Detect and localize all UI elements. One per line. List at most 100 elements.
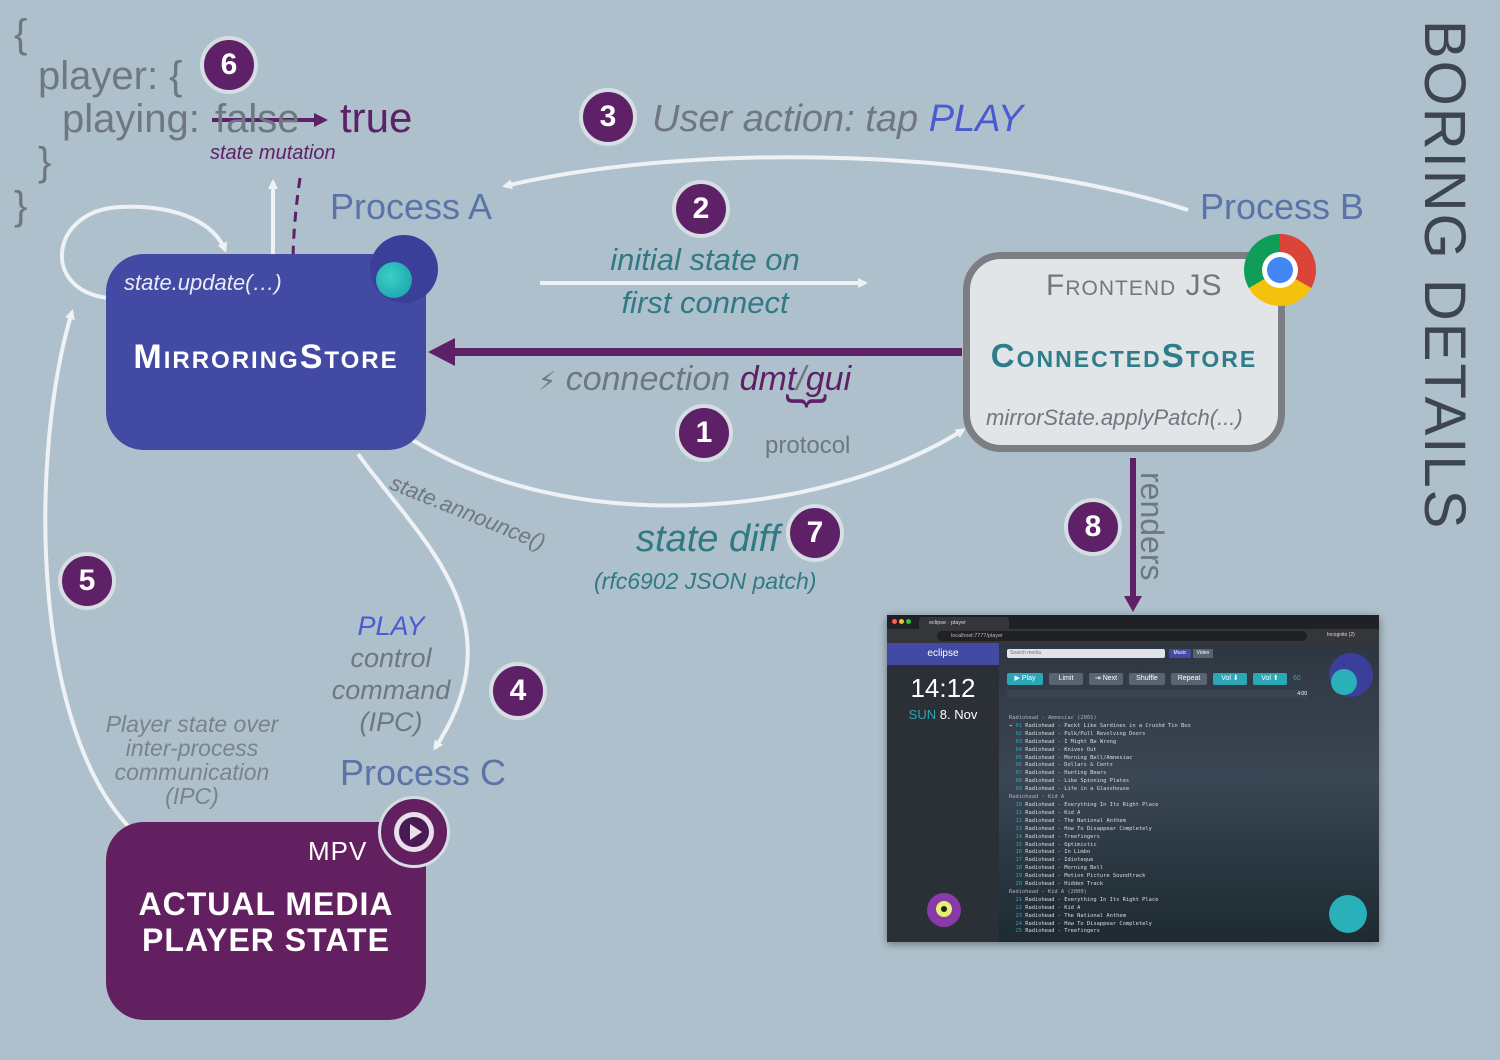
browser-tab[interactable]: eclipse · player: [919, 617, 1009, 629]
track-title: Radiohead - Motion Picture Soundtrack: [1025, 873, 1146, 880]
track-title: Radiohead - Everything In Its Right Plac…: [1025, 801, 1159, 808]
arrow-ipc: [43, 309, 130, 828]
track-row[interactable]: 25 Radiohead - Treefingers: [1009, 928, 1191, 936]
state-diff-title: state diff: [636, 518, 780, 560]
album-header[interactable]: Radiohead - Amnesiac (2001): [1009, 715, 1097, 721]
control-command-play: PLAY: [357, 611, 425, 641]
arrow-control-command: [356, 452, 470, 751]
code-new-value: true: [340, 94, 413, 141]
mpv-play-icon: [378, 796, 450, 868]
volume-up-button[interactable]: Vol ⬆: [1253, 673, 1287, 685]
app-sidebar: eclipse 14:12 SUN 8. Nov: [887, 643, 999, 942]
mpv-line2: PLAYER STATE: [142, 922, 390, 958]
track-row[interactable]: 03 Radiohead - I Might Be Wrong: [1009, 739, 1191, 747]
track-row[interactable]: 13 Radiohead - How To Disappear Complete…: [1009, 826, 1191, 834]
tab-music[interactable]: Music: [1169, 649, 1191, 658]
track-title: Radiohead - Packt Like Sardines in a Cru…: [1025, 722, 1191, 729]
repeat-button[interactable]: Repeat: [1171, 673, 1207, 685]
step-badge-7: 7: [786, 504, 844, 562]
track-row[interactable]: 19 Radiohead - Motion Picture Soundtrack: [1009, 873, 1191, 881]
track-title: Radiohead - Treefingers: [1025, 928, 1100, 935]
track-row[interactable]: 07 Radiohead - Hunting Bears: [1009, 770, 1191, 778]
track-title: Radiohead - Hunting Bears: [1025, 770, 1107, 777]
floating-action-icon[interactable]: [1329, 895, 1367, 933]
app-screenshot: eclipse · player localhost:7777/player I…: [887, 615, 1379, 942]
track-number: 08: [1015, 778, 1026, 785]
track-row[interactable]: 21 Radiohead - Everything In Its Right P…: [1009, 897, 1191, 905]
connected-store-title: ConnectedStore: [990, 337, 1258, 374]
ipc-note-line3: communication: [114, 759, 270, 785]
incognito-label: Incognito (2): [1327, 632, 1355, 638]
track-title: Radiohead - In Limbo: [1025, 849, 1091, 856]
track-number: 21: [1015, 896, 1026, 903]
boring-details-title: BORING DETAILS: [1412, 20, 1477, 531]
arrow-false-to-true-head: [314, 113, 328, 127]
step-badge-8: 8: [1064, 498, 1122, 556]
state-update-call: state.update(…): [124, 270, 282, 295]
track-title: Radiohead - How To Disappear Completely: [1025, 920, 1152, 927]
store-logo-icon: [370, 235, 438, 303]
mpv-box: MPV ACTUAL MEDIA PLAYER STATE: [106, 822, 426, 1020]
track-row[interactable]: 24 Radiohead - How To Disappear Complete…: [1009, 921, 1191, 929]
now-playing-marker: →: [1009, 722, 1016, 729]
album-header[interactable]: Radiohead - Kid A (2000): [1009, 888, 1087, 895]
track-number: 17: [1015, 857, 1026, 864]
track-number: 12: [1015, 817, 1026, 824]
tab-video[interactable]: Video: [1193, 649, 1213, 658]
play-button[interactable]: ▶ Play: [1007, 673, 1043, 685]
track-number: 20: [1015, 881, 1026, 888]
browser-tab-bar: eclipse · player: [887, 615, 1379, 629]
clock-date: SUN 8. Nov: [887, 707, 999, 722]
track-title: Radiohead - Hidden Track: [1025, 881, 1104, 888]
album-header[interactable]: Radiohead - Kid A: [1009, 794, 1065, 801]
track-row[interactable]: 09 Radiohead - Life in a Glasshouse: [1009, 786, 1191, 794]
track-row[interactable]: 10 Radiohead - Everything In Its Right P…: [1009, 802, 1191, 810]
app-brand[interactable]: eclipse: [887, 643, 999, 665]
browser-address-bar: localhost:7777/player Incognito (2): [887, 629, 1379, 643]
track-row[interactable]: 12 Radiohead - The National Anthem: [1009, 818, 1191, 826]
track-row[interactable]: 23 Radiohead - The National Anthem: [1009, 913, 1191, 921]
chrome-icon: [1244, 234, 1316, 306]
track-row[interactable]: 08 Radiohead - Like Spinning Plates: [1009, 778, 1191, 786]
track-row[interactable]: 06 Radiohead - Dollars & Cents: [1009, 762, 1191, 770]
track-row[interactable]: 04 Radiohead - Knives Out: [1009, 747, 1191, 755]
track-number: 15: [1015, 841, 1026, 848]
track-title: Radiohead - Dollars & Cents: [1025, 762, 1113, 769]
protocol-slash: /: [796, 360, 806, 398]
track-number: 18: [1015, 865, 1026, 872]
track-number: 19: [1015, 873, 1026, 880]
progress-bar[interactable]: 4:00: [1007, 690, 1307, 698]
track-row[interactable]: 14 Radiohead - Treefingers: [1009, 834, 1191, 842]
next-button[interactable]: ⇥ Next: [1089, 673, 1123, 685]
track-title: Radiohead - Like Spinning Plates: [1025, 778, 1130, 785]
arrow-self-loop: [59, 204, 228, 300]
process-a-label: Process A: [330, 186, 493, 227]
track-row[interactable]: 11 Radiohead - Kid A: [1009, 810, 1191, 818]
track-row[interactable]: 02 Radiohead - Pulk/Pull Revolving Doors: [1009, 731, 1191, 739]
control-command-line3: command: [331, 675, 451, 705]
track-row[interactable]: 16 Radiohead - In Limbo: [1009, 849, 1191, 857]
state-diff-subtitle: (rfc6902 JSON patch): [594, 568, 817, 594]
track-row[interactable]: 18 Radiohead - Morning Bell: [1009, 865, 1191, 873]
track-number: 06: [1015, 762, 1026, 769]
track-row[interactable]: 22 Radiohead - Kid A: [1009, 905, 1191, 913]
track-row[interactable]: 17 Radiohead - Idioteque: [1009, 857, 1191, 865]
url-field[interactable]: localhost:7777/player: [937, 631, 1307, 641]
search-input[interactable]: Search media: [1007, 649, 1165, 658]
volume-value: 60: [1293, 675, 1301, 682]
track-row[interactable]: 20 Radiohead - Hidden Track: [1009, 881, 1191, 889]
volume-down-button[interactable]: Vol ⬇: [1213, 673, 1247, 685]
ipc-note-line1: Player state over: [105, 711, 279, 737]
track-number: 23: [1015, 912, 1026, 919]
shuffle-button[interactable]: Shuffle: [1129, 673, 1165, 685]
clock-date-value: 8. Nov: [939, 707, 978, 722]
limit-button[interactable]: Limit: [1049, 673, 1083, 685]
track-number: 11: [1015, 809, 1026, 816]
connection-label: ⚡ connection dmt/gui: [538, 360, 851, 399]
track-row[interactable]: → 01 Radiohead - Packt Like Sardines in …: [1009, 723, 1191, 731]
code-brace-open: {: [14, 12, 28, 56]
track-number: 01: [1015, 722, 1026, 729]
track-row[interactable]: 05 Radiohead - Morning Bell/Amnesiac: [1009, 755, 1191, 763]
track-row[interactable]: 15 Radiohead - Optimistic: [1009, 842, 1191, 850]
user-action-label: User action: tap PLAY: [652, 98, 1023, 141]
